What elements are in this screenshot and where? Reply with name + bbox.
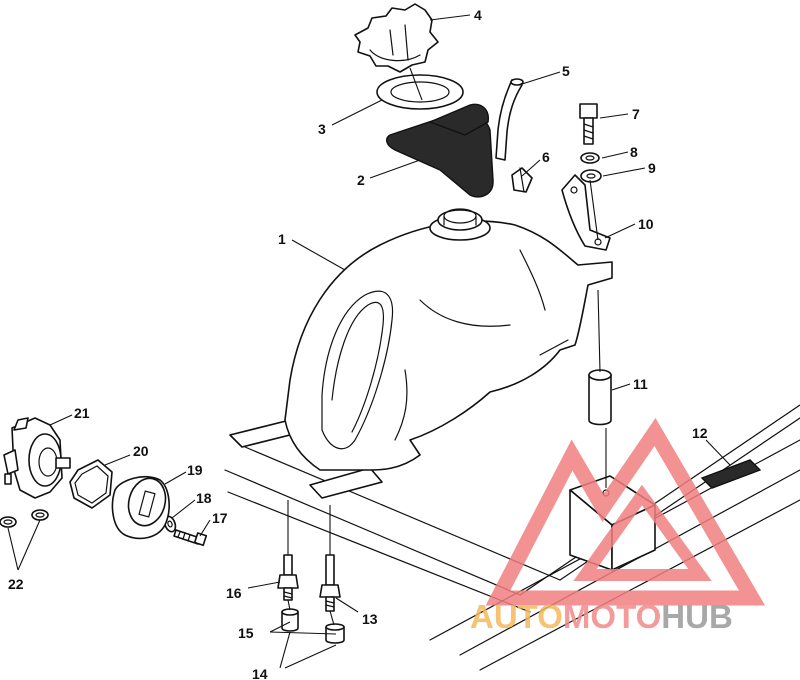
automotohub-watermark: AUTOMOTOHUB: [470, 417, 766, 635]
callout-4: 4: [474, 7, 482, 23]
callout-3: 3: [318, 121, 326, 137]
callout-12: 12: [692, 425, 708, 441]
callout-10: 10: [638, 216, 654, 232]
gasket-part-3: [376, 74, 464, 110]
callout-1: 1: [278, 231, 286, 247]
callout-22: 22: [8, 576, 24, 592]
watermark-moto: MOTO: [563, 598, 661, 635]
callout-16: 16: [226, 585, 242, 601]
callout-20: 20: [133, 443, 149, 459]
callout-15: 15: [238, 625, 254, 641]
knob-part-19: [111, 475, 170, 540]
callout-11: 11: [633, 376, 648, 392]
fuel-cap-part-4: [354, 3, 439, 73]
pad-part-12: [700, 459, 762, 489]
callout-19: 19: [187, 462, 203, 478]
vent-hose-part-5: [495, 78, 524, 161]
callout-7: 7: [632, 106, 640, 122]
lock-washer-part-8: [580, 152, 600, 164]
fuel-tank-part-1: [284, 208, 613, 471]
hex-plate-part-20: [69, 459, 113, 509]
watermark-hub: HUB: [661, 598, 733, 635]
callout-6: 6: [542, 149, 550, 165]
callout-5: 5: [562, 63, 570, 79]
watermark-triangle-logo: [485, 417, 766, 606]
spacer-part-11: [588, 369, 612, 426]
petcock-part-21: [3, 417, 71, 499]
callout-labels: 1 2 3 4 5 6 7 8 9 10 11 12 13 14 15 16 1…: [8, 7, 708, 680]
watermark-auto: AUTO: [470, 598, 563, 635]
o-rings-part-22: [0, 509, 49, 528]
stud-part-13: [319, 554, 341, 612]
bolt-part-7: [579, 103, 598, 145]
svg-text:AUTOMOTOHUB: AUTOMOTOHUB: [470, 598, 733, 635]
valve-part-6: [511, 167, 533, 193]
callout-8: 8: [630, 144, 638, 160]
callout-13: 13: [362, 611, 378, 627]
screw-part-17: [173, 529, 208, 547]
callout-21: 21: [74, 405, 90, 421]
bushing-part-15a: [281, 608, 299, 632]
stud-part-16: [277, 554, 299, 601]
foam-pad-part-2: [386, 103, 494, 198]
bushing-part-15b: [325, 623, 345, 644]
callout-9: 9: [648, 160, 656, 176]
assembly-lines: [287, 67, 607, 626]
bracket-part-10: [561, 174, 611, 251]
leader-lines: [7, 14, 731, 669]
flat-washer-part-9: [580, 169, 602, 183]
callout-14: 14: [252, 666, 268, 680]
callout-2: 2: [357, 172, 365, 188]
callout-17: 17: [212, 510, 228, 526]
callout-18: 18: [196, 490, 212, 506]
